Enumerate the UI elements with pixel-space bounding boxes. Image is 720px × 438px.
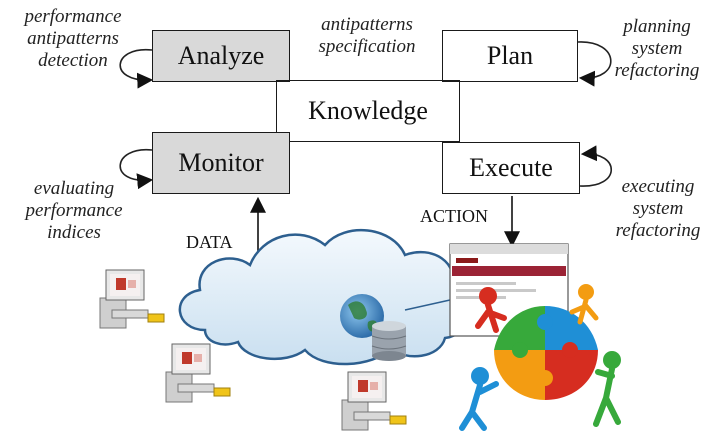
monitor-box: Monitor [152,132,290,194]
knowledge-box: Knowledge [276,80,460,142]
analyze-label: Analyze [177,41,265,70]
execute-note-line: refactoring [615,220,701,241]
execute-note-line: executing [621,176,695,197]
monitor-note-line: evaluating [33,178,115,199]
monitor-note-line: indices [47,222,101,243]
plan-note-line: planning [623,16,691,37]
monitor-note-line: performance [25,200,123,221]
execute-loop-note: executing system refactoring [598,176,718,242]
analyze-loop-note: performance antipatterns detection [2,6,144,72]
plan-label: Plan [486,41,534,70]
data-arrow-label: DATA [186,232,233,252]
monitor-loop-arrow [119,149,154,190]
analyze-loop-arrow [119,49,154,89]
execute-loop-arrow [579,145,612,187]
execute-label: Execute [469,153,553,182]
plan-note-line: refactoring [614,60,700,81]
knowledge-spec-note: antipatterns specification [294,14,440,58]
knowledge-note-line: antipatterns [321,14,413,35]
execute-note-line: system [632,198,684,219]
cloud-to-screen-line [404,299,451,311]
action-arrow-label: ACTION [420,206,488,226]
analyze-note-line: performance [24,6,122,27]
knowledge-note-line: specification [318,36,416,57]
puzzle-team-illustration [459,284,621,431]
computer-icon [165,343,231,403]
monitor-label: Monitor [178,148,264,177]
database-icon [371,321,407,361]
monitor-loop-note: evaluating performance indices [6,178,142,244]
analyze-box: Analyze [152,30,290,82]
execute-box: Execute [442,142,580,194]
knowledge-label: Knowledge [308,96,428,125]
analyze-note-line: antipatterns [27,28,119,49]
computer-icon [99,269,165,329]
plan-note-line: system [631,38,683,59]
analyze-note-line: detection [38,50,108,71]
plan-loop-note: planning system refactoring [598,16,716,82]
plan-loop-arrow [577,41,612,87]
computer-icon [341,371,407,431]
plan-box: Plan [442,30,578,82]
